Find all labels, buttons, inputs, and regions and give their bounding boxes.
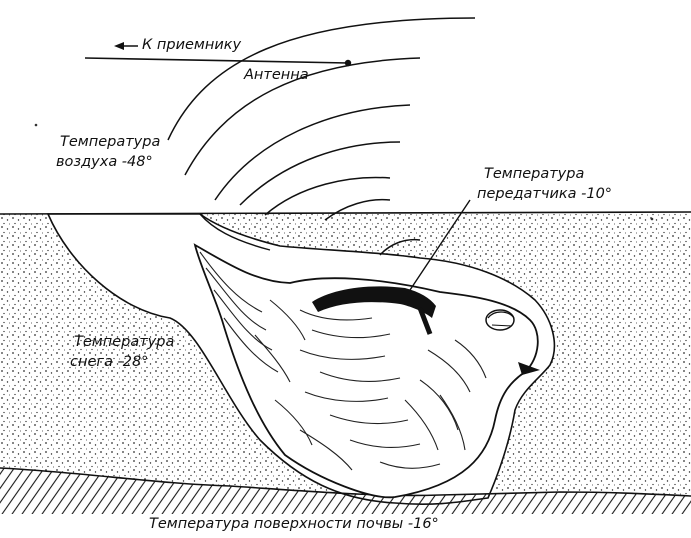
arrow-left-icon xyxy=(114,42,138,50)
air-temperature-label-line2: воздуха -48° xyxy=(56,154,153,171)
antenna-label: Антенна xyxy=(244,67,309,84)
snow-temperature-label-line2: снега -28° xyxy=(70,354,148,371)
transmitter-temperature-label-line2: передатчика -10° xyxy=(477,186,612,203)
to-receiver-label: К приемнику xyxy=(142,37,241,54)
antenna-line xyxy=(85,58,351,66)
soil-temperature-label: Температура поверхности почвы -16° xyxy=(146,516,442,533)
snow-temperature-label-line1: Температура xyxy=(74,334,174,351)
air-temperature-label-line1: Температура xyxy=(60,134,160,151)
transmitter-temperature-label-line1: Температура xyxy=(484,166,584,183)
